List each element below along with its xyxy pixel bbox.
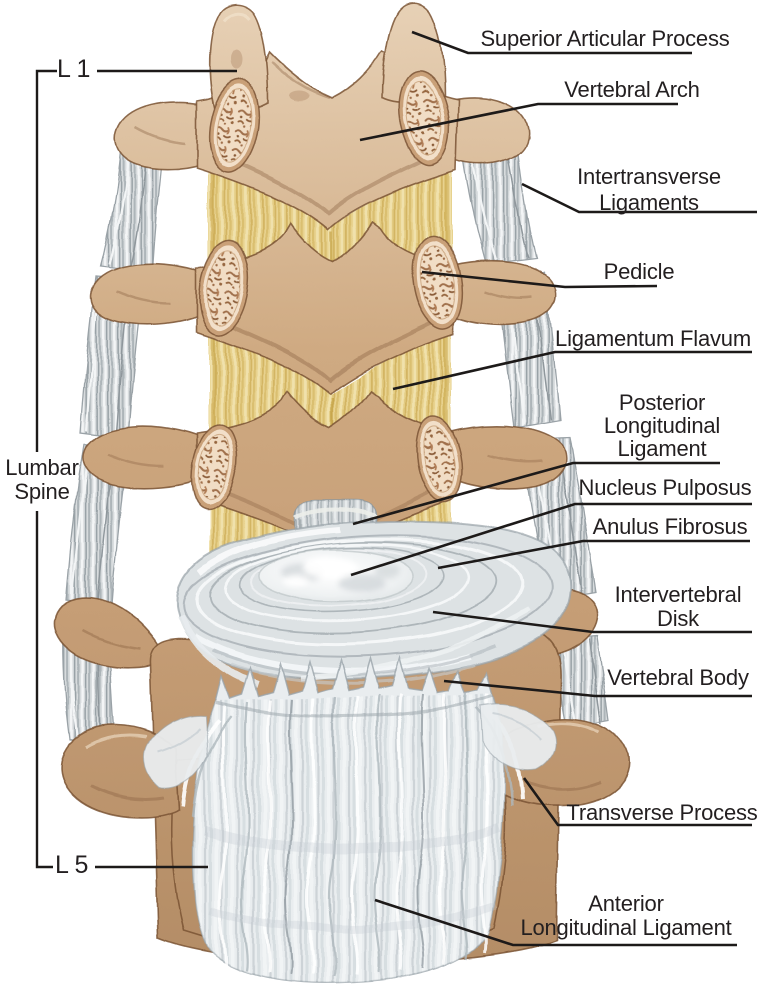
callout-nucleus-pulposus xyxy=(350,502,752,577)
label-line: Anterior xyxy=(588,891,664,916)
vertebra-l3 xyxy=(82,388,567,558)
label-lumbar-spine: Lumbar Spine xyxy=(0,456,92,504)
callout-intertransverse-ligaments xyxy=(521,182,757,214)
callout-posterior-longitudinal-ligament xyxy=(352,461,720,526)
label-line: Intervertebral xyxy=(614,582,742,607)
callout-anulus-fibrosus xyxy=(437,539,750,570)
label-superior-articular-process: Superior Articular Process xyxy=(480,26,730,51)
anterior-longitudinal-ligament-band xyxy=(143,655,556,983)
label-vertebral-body: Vertebral Body xyxy=(607,665,749,690)
label-anulus-fibrosus: Anulus Fibrosus xyxy=(592,514,748,539)
label-line: Ligament xyxy=(617,436,707,461)
callout-anterior-longitudinal-ligament xyxy=(374,898,737,947)
label-l5: L 5 xyxy=(55,851,89,879)
label-line: Spine xyxy=(14,479,70,504)
vertebra-l1 xyxy=(114,1,530,232)
callout-intervertebral-disk xyxy=(432,610,752,634)
label-line: Ligaments xyxy=(599,190,699,215)
label-intertransverse-ligaments: Intertransverse Ligaments xyxy=(499,164,761,216)
callout-lines xyxy=(35,30,757,947)
label-line: Longitudinal xyxy=(603,413,721,438)
lumbar-bracket xyxy=(35,69,237,869)
label-l1: L 1 xyxy=(57,55,91,83)
callout-vertebral-arch xyxy=(359,102,678,142)
callout-superior-articular-process xyxy=(411,30,692,55)
label-posterior-longitudinal-ligament: Posterior Longitudinal Ligament xyxy=(512,391,761,460)
label-nucleus-pulposus: Nucleus Pulposus xyxy=(578,475,752,500)
label-vertebral-arch: Vertebral Arch xyxy=(564,77,700,102)
label-line: Posterior xyxy=(618,390,706,415)
label-line: Longitudinal Ligament xyxy=(520,915,732,940)
label-line: Lumbar xyxy=(5,455,79,480)
label-intervertebral-disk: Intervertebral Disk xyxy=(528,583,761,631)
label-transverse-process: Transverse Process xyxy=(566,800,758,825)
label-ligamentum-flavum: Ligamentum Flavum xyxy=(555,326,751,351)
label-pedicle: Pedicle xyxy=(603,259,675,284)
label-anterior-longitudinal-ligament: Anterior Longitudinal Ligament xyxy=(476,892,761,940)
callout-ligamentum-flavum xyxy=(392,350,752,391)
callout-vertebral-body xyxy=(443,679,752,698)
callout-pedicle xyxy=(421,270,658,289)
vertebra-l2 xyxy=(89,220,557,396)
callout-transverse-process xyxy=(522,777,752,827)
label-line: Disk xyxy=(657,606,699,631)
nucleus-pulposus-illustration xyxy=(0,549,415,603)
label-line: Intertransverse xyxy=(577,164,721,189)
